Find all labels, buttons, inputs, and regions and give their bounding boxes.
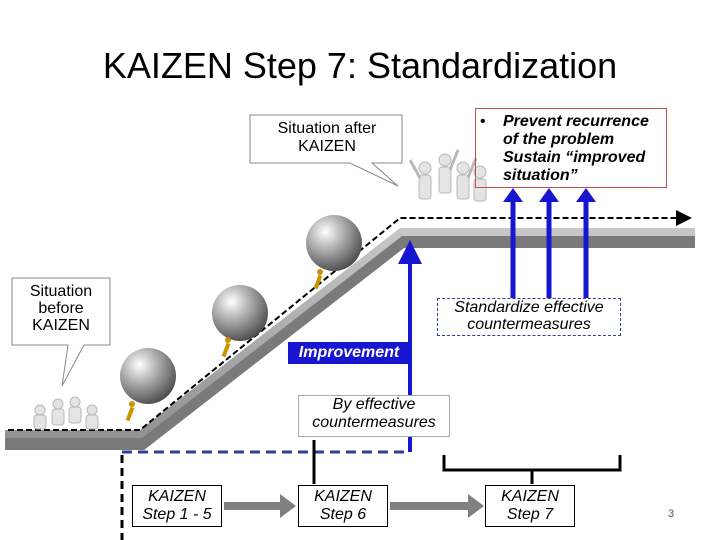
slide-title: KAIZEN Step 7: Standardization [102,45,618,86]
standardize-arrows [503,188,596,298]
step-7-box: KAIZEN Step 7 [485,485,575,527]
step-arrows [224,494,484,518]
callout-before-label: Situation before KAIZEN [29,283,93,334]
ramp-shape [5,228,695,450]
step-1-5-box: KAIZEN Step 1 - 5 [132,485,222,527]
step-6-box: KAIZEN Step 6 [298,485,388,527]
callout-before-bubble [11,277,111,387]
group-of-people-after-icon [408,149,487,202]
page-number: 3 [668,508,675,520]
step7-bracket [442,455,622,484]
ball-icon-3 [306,215,362,271]
pushing-figure-icon-3 [313,269,323,290]
improvement-label: Improvement [288,342,410,364]
standardize-label: Standardize effective countermeasures [437,298,621,336]
progress-arrow [8,210,692,431]
prevent-recurrence-box: • Prevent recurrence of the problem Sust… [475,108,667,188]
callout-after-label: Situation after KAIZEN [277,120,377,155]
callout-after-bubble [249,114,403,187]
prevent-recurrence-text: Prevent recurrence of the problem Sustai… [503,113,649,184]
group-of-people-before-icon [33,396,99,430]
by-effective-countermeasures-label: By effective countermeasures [298,395,450,437]
ball-icon-2 [212,285,268,341]
pushing-figure-icon-2 [221,337,231,358]
bullet-icon: • [480,113,486,130]
pushing-figure-icon-1 [125,401,135,422]
ball-icon-1 [120,348,176,404]
